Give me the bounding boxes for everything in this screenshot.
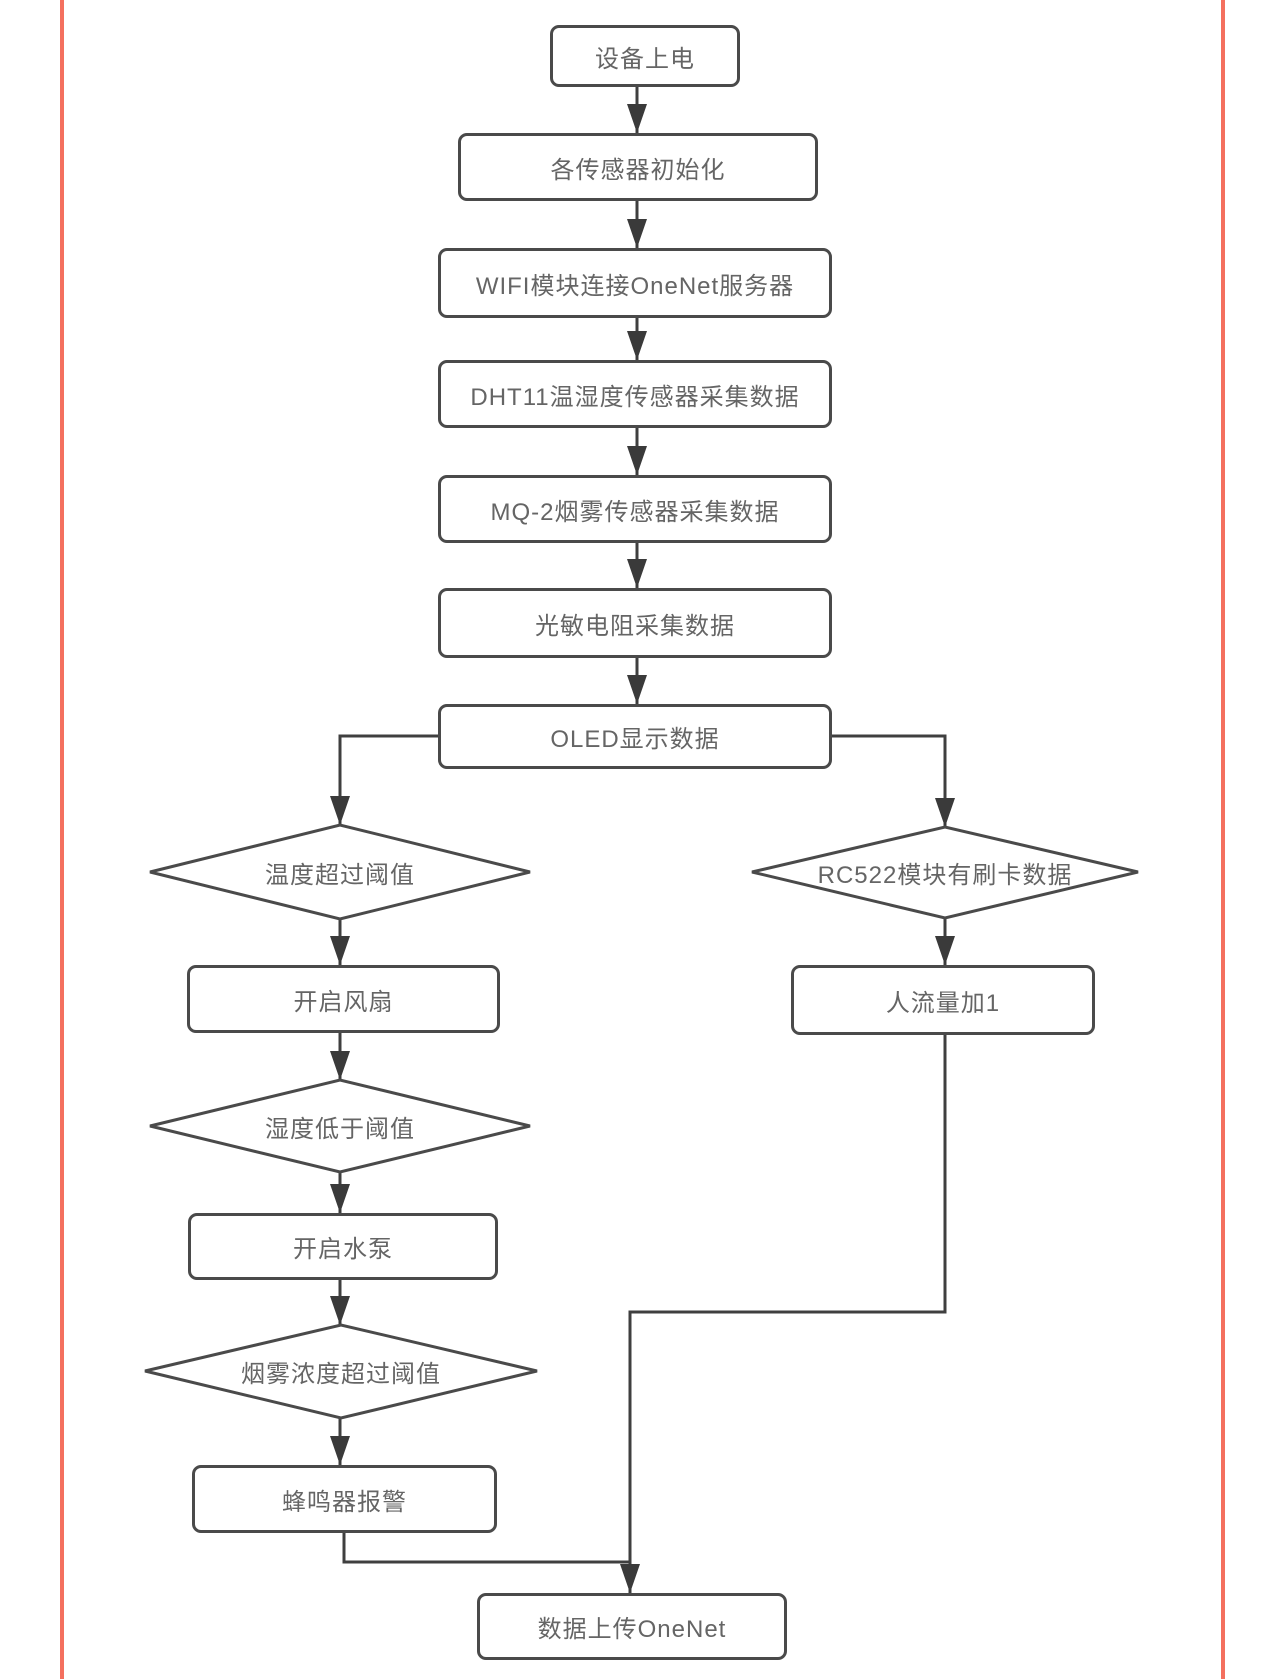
- decision-diamond-smoke-check: [144, 1323, 538, 1420]
- flow-node-rc522-check: RC522模块有刷卡数据: [817, 861, 1073, 889]
- connector-oled-to-rc522-check: [832, 734, 955, 827]
- flow-node-power-on: 设备上电: [550, 25, 740, 87]
- decision-diamond-rc522-check: [751, 825, 1139, 920]
- flow-node-temp-check: 温度超过阈值: [265, 861, 415, 889]
- flow-node-mq2-collect: MQ-2烟雾传感器采集数据: [438, 475, 832, 543]
- flow-node-fan-on: 开启风扇: [187, 965, 500, 1033]
- page-border-left-line: [60, 0, 64, 1679]
- decision-diamond-humidity-check: [149, 1078, 531, 1174]
- flow-node-visitor-increment: 人流量加1: [791, 965, 1095, 1035]
- flow-node-wifi-connect: WIFI模块连接OneNet服务器: [438, 248, 832, 318]
- flow-node-ldr-collect: 光敏电阻采集数据: [438, 588, 832, 658]
- decision-diamond-temp-check: [149, 823, 531, 921]
- flow-node-pump-on: 开启水泵: [188, 1213, 498, 1280]
- flow-node-sensor-init: 各传感器初始化: [458, 133, 818, 201]
- flow-node-humidity-check: 湿度低于阈值: [265, 1115, 415, 1143]
- flow-node-dht11-collect: DHT11温湿度传感器采集数据: [438, 360, 832, 428]
- flow-node-smoke-check: 烟雾浓度超过阈值: [241, 1360, 441, 1388]
- connector-visitor-to-upload: [620, 1035, 947, 1593]
- flow-node-upload-onenet: 数据上传OneNet: [477, 1593, 787, 1660]
- page-border-right-line: [1221, 0, 1225, 1679]
- connector-buzzer-to-junction: [342, 1533, 631, 1564]
- flow-node-oled-display: OLED显示数据: [438, 704, 832, 769]
- connector-oled-to-temp-check: [330, 734, 438, 825]
- flow-node-buzzer-alarm: 蜂鸣器报警: [192, 1465, 497, 1533]
